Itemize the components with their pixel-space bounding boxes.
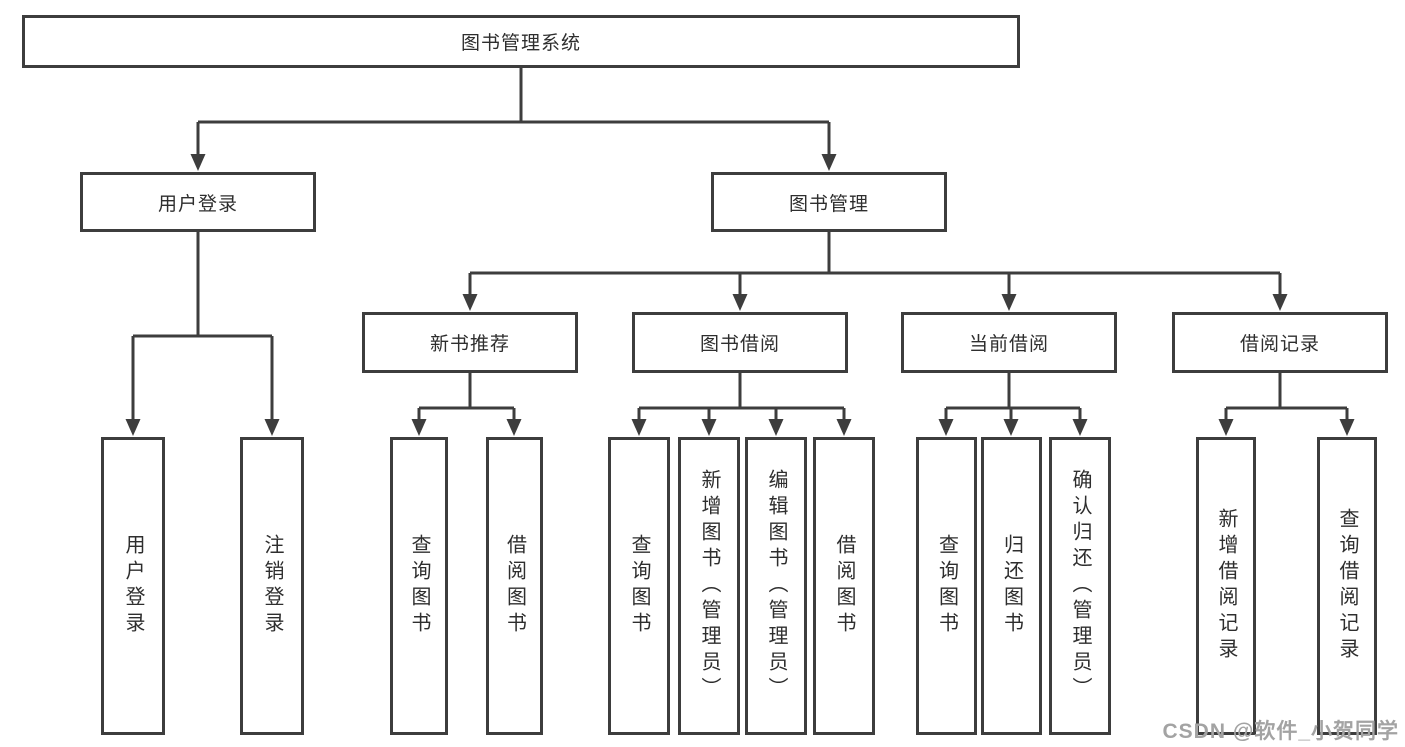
- leaf-logout-login: 注销登录: [240, 437, 304, 735]
- arrowheads: [125, 154, 1355, 436]
- leaf-recommend-borrow-books: 借阅图书: [486, 437, 543, 735]
- node-current-borrowing: 当前借阅: [901, 312, 1117, 373]
- node-user-login: 用户登录: [80, 172, 316, 232]
- node-new-book-recommend: 新书推荐: [362, 312, 578, 373]
- leaf-recommend-borrow-books-label: 借阅图书: [503, 534, 526, 638]
- leaf-confirm-return-admin: 确认归还（管理员）: [1049, 437, 1111, 735]
- leaf-borrowing-query-books: 查询图书: [608, 437, 670, 735]
- leaf-user-login: 用户登录: [101, 437, 165, 735]
- node-new-book-recommend-label: 新书推荐: [429, 334, 510, 355]
- node-root: 图书管理系统: [22, 15, 1020, 68]
- leaf-add-books-admin: 新增图书（管理员）: [678, 437, 740, 735]
- leaf-add-books-admin-label: 新增图书（管理员）: [698, 469, 720, 703]
- node-borrowing-records-label: 借阅记录: [1239, 334, 1320, 355]
- leaf-query-borrow-record-label: 查询借阅记录: [1336, 508, 1358, 664]
- node-user-login-label: 用户登录: [157, 193, 238, 215]
- leaf-edit-books-admin-label: 编辑图书（管理员）: [765, 469, 787, 703]
- leaf-add-borrow-record-label: 新增借阅记录: [1215, 508, 1237, 664]
- leaf-edit-books-admin: 编辑图书（管理员）: [745, 437, 807, 735]
- leaf-borrowing-query-books-label: 查询图书: [628, 534, 650, 638]
- leaf-current-query-books-label: 查询图书: [935, 534, 958, 638]
- leaf-query-borrow-record: 查询借阅记录: [1317, 437, 1377, 735]
- leaf-return-books: 归还图书: [981, 437, 1042, 735]
- csdn-watermark: CSDN @软件_小贺同学: [1162, 720, 1399, 743]
- leaf-user-login-label: 用户登录: [122, 534, 144, 638]
- leaf-current-query-books: 查询图书: [916, 437, 977, 735]
- leaf-return-books-label: 归还图书: [1000, 534, 1023, 638]
- node-root-label: 图书管理系统: [460, 33, 581, 54]
- leaf-confirm-return-admin-label: 确认归还（管理员）: [1069, 469, 1091, 703]
- node-book-borrowing: 图书借阅: [632, 312, 848, 373]
- node-current-borrowing-label: 当前借阅: [968, 334, 1049, 355]
- leaf-add-borrow-record: 新增借阅记录: [1196, 437, 1256, 735]
- node-book-borrowing-label: 图书借阅: [699, 334, 780, 355]
- leaf-recommend-query-books-label: 查询图书: [408, 534, 430, 638]
- node-borrowing-records: 借阅记录: [1172, 312, 1388, 373]
- leaf-borrow-books: 借阅图书: [813, 437, 875, 735]
- leaf-borrow-books-label: 借阅图书: [833, 534, 855, 638]
- leaf-recommend-query-books: 查询图书: [390, 437, 448, 735]
- node-book-management-label: 图书管理: [788, 193, 869, 215]
- node-book-management: 图书管理: [711, 172, 947, 232]
- leaf-logout-login-label: 注销登录: [261, 534, 283, 638]
